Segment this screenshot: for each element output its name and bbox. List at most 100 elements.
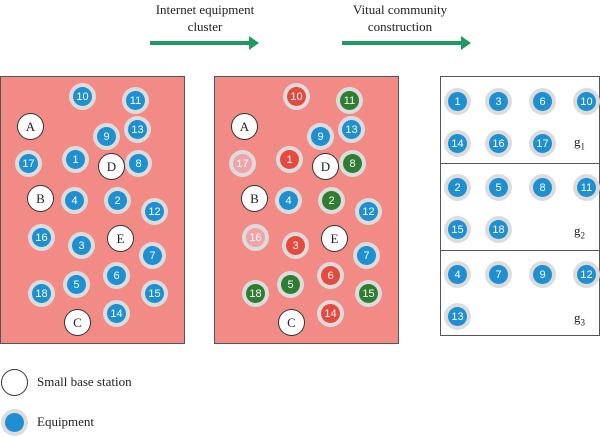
group-device-16: 16 [485,130,512,157]
device-number: 8 [343,154,362,173]
base-station-d: D [98,153,125,180]
device-number: 3 [72,236,91,255]
device-number: 12 [359,202,378,221]
device-17: 17 [15,150,42,177]
device-6: 6 [103,262,130,289]
device-number: 2 [108,191,127,210]
device-16: 16 [28,224,55,251]
arrow-right-icon [342,36,471,50]
device-number: 6 [107,266,126,285]
device-number: 14 [448,134,467,153]
device-number: 2 [322,191,341,210]
group-subscript: 2 [580,230,586,241]
device-15: 15 [141,280,168,307]
device-number: 17 [233,154,252,173]
device-1: 1 [62,146,89,173]
device-14: 14 [103,300,130,327]
group-subscript: 3 [580,317,586,328]
device-15: 15 [355,280,382,307]
group-row-g3: g3 4 7 9 12 13 [441,250,600,336]
device-11: 11 [336,87,363,114]
device-number: 8 [533,178,552,197]
base-station-d: D [312,153,339,180]
base-station-c: C [278,309,305,336]
device-number: 17 [533,134,552,153]
device-number: 10 [577,92,596,111]
device-3: 3 [68,232,95,259]
device-number: 12 [577,265,596,284]
group-device-15: 15 [444,216,471,243]
device-4: 4 [61,187,88,214]
device-4: 4 [275,187,302,214]
device-number: 3 [286,236,305,255]
group-device-2: 2 [444,174,471,201]
device-10: 10 [69,83,96,110]
base-station-b: B [27,185,54,212]
caption-line: Internet equipment [155,2,255,17]
group-device-11: 11 [573,174,600,201]
group-label: g3 [574,310,585,328]
group-device-4: 4 [444,261,471,288]
device-5: 5 [63,271,90,298]
group-device-12: 12 [573,261,600,288]
device-number: 5 [489,178,508,197]
device-number: 13 [342,120,361,139]
device-number: 15 [448,220,467,239]
device-12: 12 [355,198,382,225]
caption-line: construction [367,19,433,34]
group-device-13: 13 [444,303,471,330]
device-9: 9 [93,123,120,150]
device-7: 7 [353,242,380,269]
group-device-10: 10 [573,88,600,115]
device-11: 11 [122,87,149,114]
device-number: 1 [66,150,85,169]
group-label: g2 [574,223,585,241]
group-label: g1 [574,134,585,152]
group-device-14: 14 [444,130,471,157]
device-number: 6 [533,92,552,111]
device-8: 8 [125,150,152,177]
device-number: 4 [279,191,298,210]
base-station-a: A [231,113,258,140]
group-subscript: 1 [580,141,586,152]
caption-community-construction: Vitual community construction [335,1,465,35]
group-device-3: 3 [485,88,512,115]
device-number: 9 [97,127,116,146]
device-5: 5 [277,271,304,298]
device-number: 7 [489,265,508,284]
device-13: 13 [124,116,151,143]
group-device-7: 7 [485,261,512,288]
caption-line: Vitual community [352,2,448,17]
caption-equipment-cluster: Internet equipment cluster [140,1,270,35]
device-number: 10 [287,87,306,106]
base-station-e: E [321,225,348,252]
device-number: 17 [19,154,38,173]
device-13: 13 [338,116,365,143]
device-2: 2 [318,187,345,214]
device-number: 18 [489,220,508,239]
group-device-17: 17 [529,130,556,157]
device-number: 2 [448,178,467,197]
device-number: 3 [489,92,508,111]
group-device-1: 1 [444,88,471,115]
device-number: 13 [128,120,147,139]
device-number: 4 [448,265,467,284]
group-device-8: 8 [529,174,556,201]
base-station-b: B [241,185,268,212]
base-station-a: A [17,113,44,140]
arrow-right-icon [150,36,259,50]
device-1: 1 [276,146,303,173]
device-12: 12 [141,198,168,225]
group-letter: g [574,223,581,238]
device-number: 18 [246,284,265,303]
device-18: 18 [242,280,269,307]
device-number: 18 [32,284,51,303]
device-number: 11 [340,91,359,110]
device-8: 8 [339,150,366,177]
device-number: 13 [448,307,467,326]
device-number: 9 [533,265,552,284]
caption-line: cluster [187,19,223,34]
device-6: 6 [317,262,344,289]
